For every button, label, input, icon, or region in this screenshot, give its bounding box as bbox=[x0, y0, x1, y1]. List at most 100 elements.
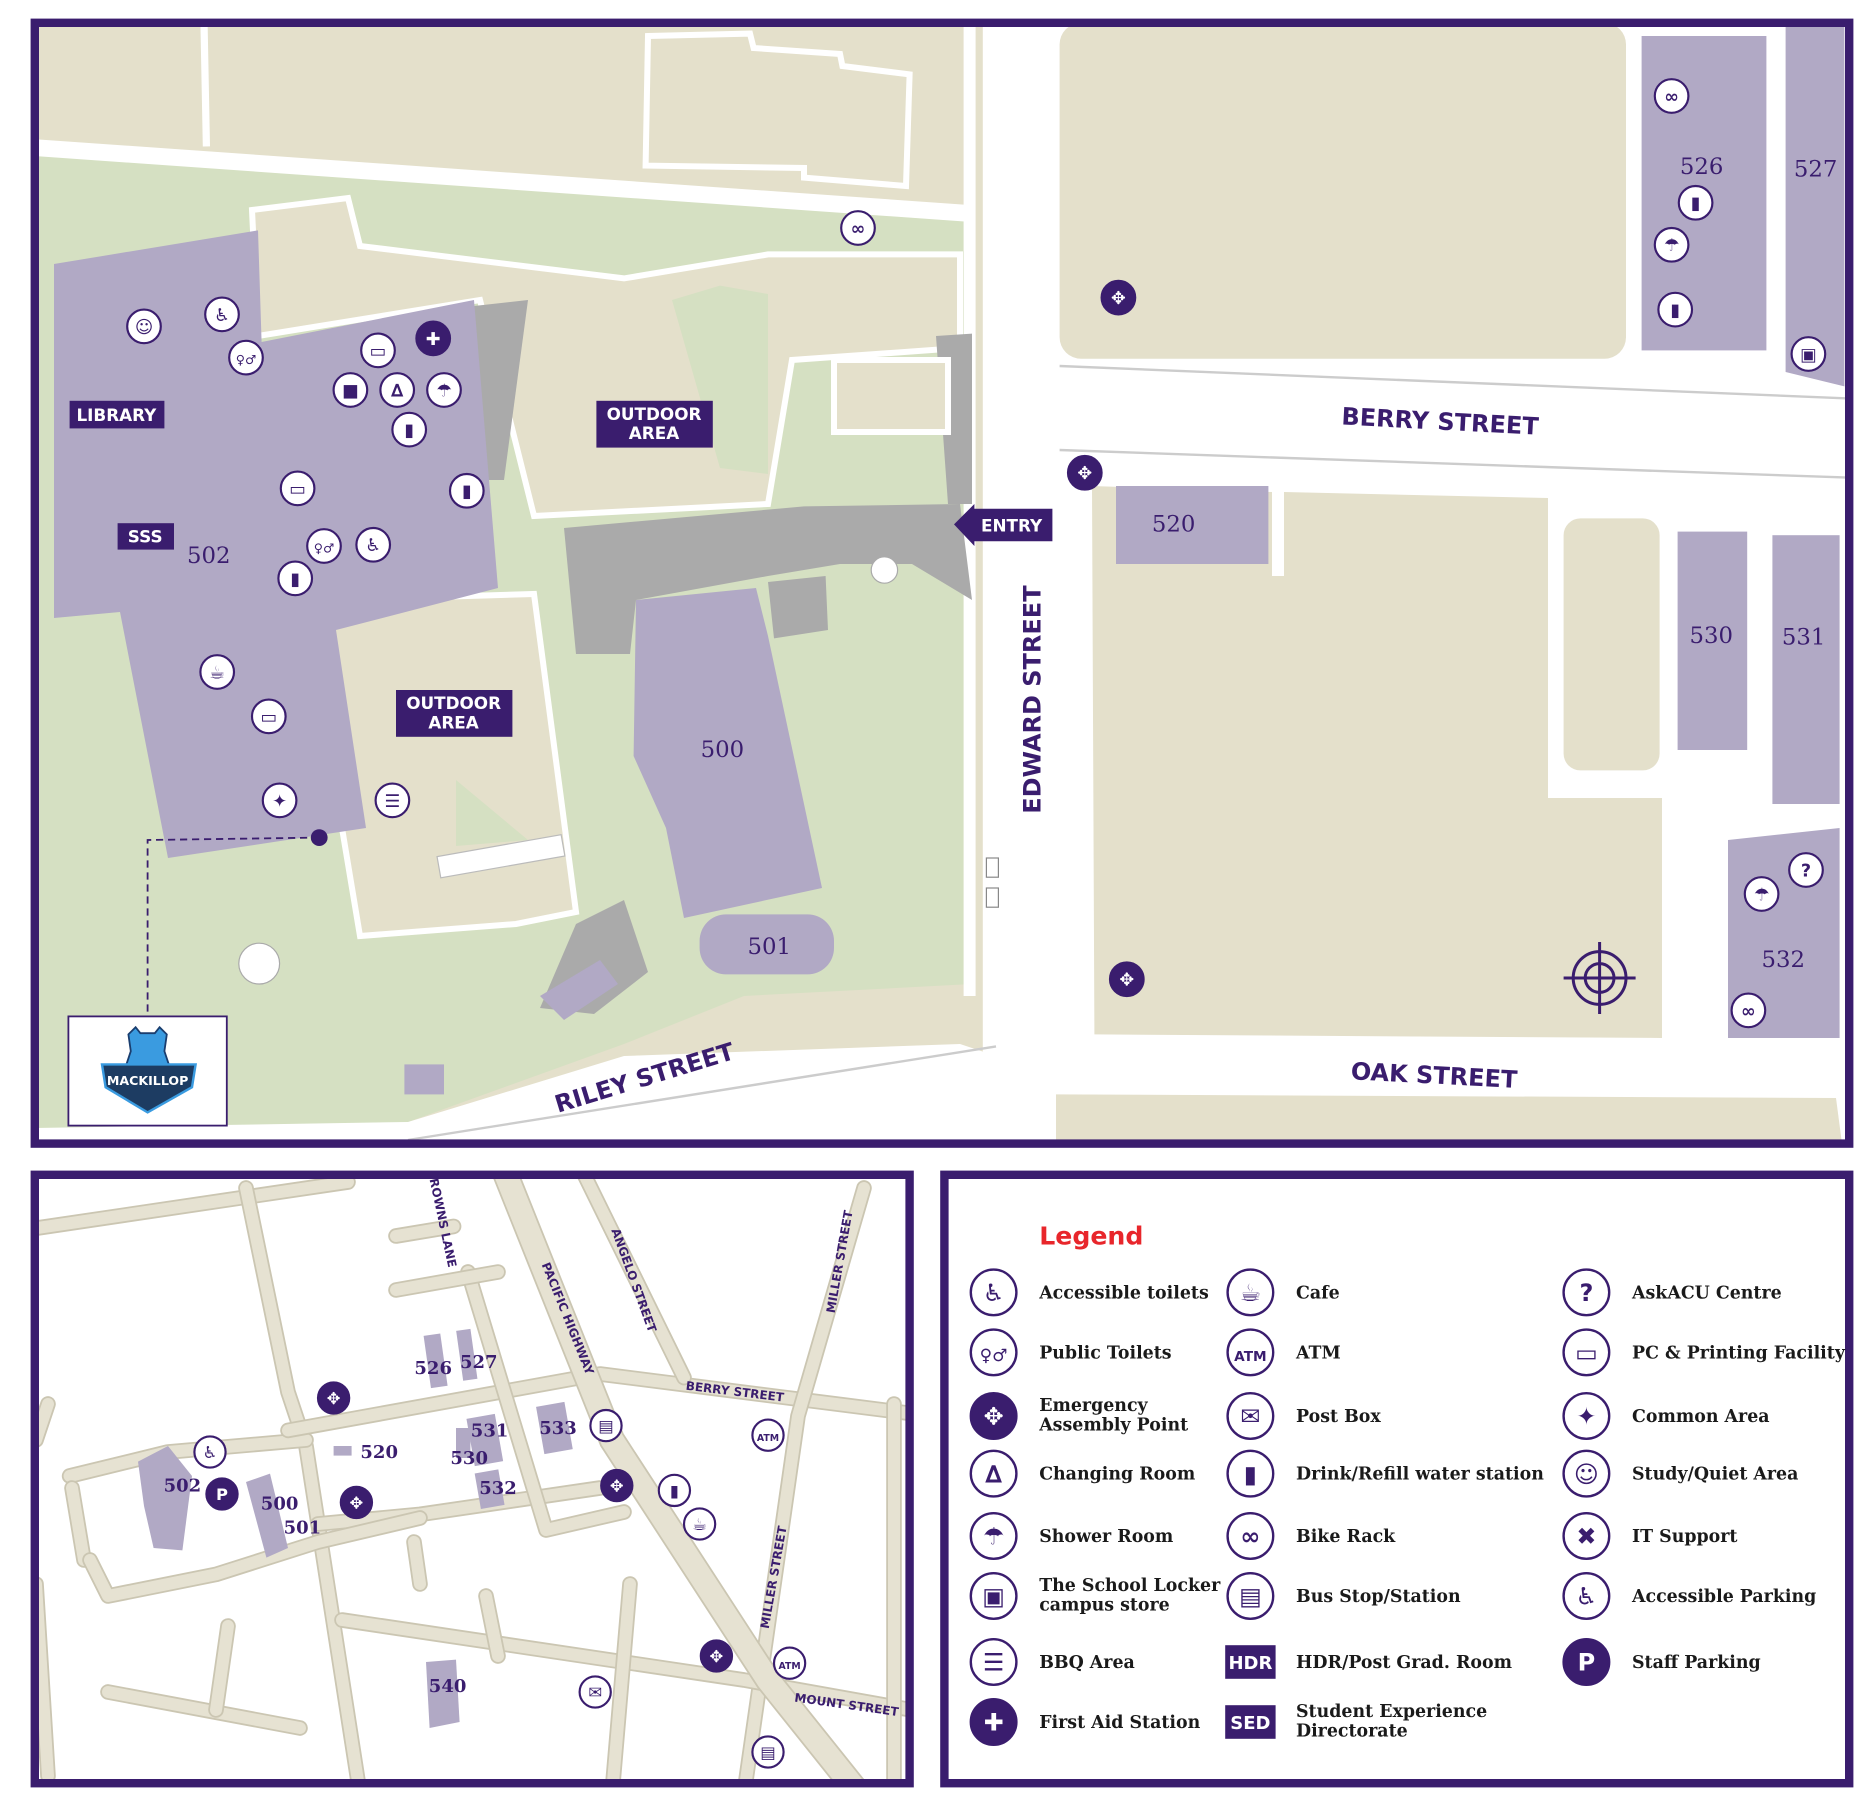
locator-number: 527 bbox=[460, 1352, 498, 1373]
icon-circle bbox=[1226, 1268, 1275, 1317]
legend-item-public-toilets: ♀♂ Public Toilets bbox=[969, 1328, 1172, 1377]
building-number-526: 526 bbox=[1680, 154, 1724, 180]
emergency-assembly-icon: ✥ bbox=[316, 1381, 351, 1415]
building-527[interactable] bbox=[1785, 24, 1845, 387]
icon-circle bbox=[1788, 852, 1824, 888]
atm-icon: ATM bbox=[1226, 1328, 1275, 1377]
icon-glyph: ▮ bbox=[1244, 1460, 1257, 1488]
locator-number: 501 bbox=[284, 1518, 322, 1539]
bus-icon: ▤ bbox=[589, 1408, 623, 1443]
icon-glyph: ATM bbox=[1234, 1349, 1266, 1365]
legend-label: Public Toilets bbox=[1039, 1343, 1172, 1363]
legend-label: Accessible Parking bbox=[1631, 1587, 1816, 1607]
building-number-527: 527 bbox=[1794, 156, 1838, 182]
building-number-501: 501 bbox=[747, 934, 791, 960]
building-531[interactable] bbox=[1772, 535, 1840, 805]
icon-glyph: ▭ bbox=[1575, 1339, 1598, 1367]
icon-glyph: ∞ bbox=[1240, 1523, 1260, 1551]
gate bbox=[985, 857, 1000, 878]
locator-number: 520 bbox=[360, 1442, 398, 1463]
legend-item-gamepad: ✦Common Area bbox=[1562, 1392, 1770, 1441]
emergency-assembly-icon: ✥ bbox=[969, 1392, 1018, 1441]
staff-parking-icon: P bbox=[1562, 1638, 1611, 1687]
building-small bbox=[540, 960, 618, 1021]
icon-circle bbox=[204, 296, 240, 333]
icon-circle bbox=[199, 654, 236, 690]
road-edge bbox=[1059, 364, 1849, 400]
building-501[interactable] bbox=[699, 914, 835, 975]
icon-circle bbox=[589, 1408, 623, 1443]
icon-circle bbox=[969, 1449, 1018, 1498]
lock-icon: ■ bbox=[332, 372, 369, 408]
legend-label: Cafe bbox=[1296, 1283, 1340, 1303]
icon-glyph: ✚ bbox=[426, 330, 441, 350]
building-500[interactable] bbox=[633, 588, 823, 919]
main-campus-map[interactable]: LIBRARY SSS OUTDOOR AREA OUTDOOR AREA EN… bbox=[34, 22, 1851, 1144]
icon-glyph: ▮ bbox=[1670, 301, 1680, 321]
legend-item-accessible-toilet: ♿Accessible toilets bbox=[969, 1268, 1209, 1317]
road bbox=[210, 1620, 235, 1717]
legend-label: Staff Parking bbox=[1632, 1653, 1761, 1673]
icon-glyph: ✥ bbox=[1077, 464, 1092, 484]
locator-number: 533 bbox=[539, 1418, 577, 1439]
study-icon: ☺ bbox=[1562, 1449, 1611, 1498]
icon-circle bbox=[1730, 992, 1767, 1029]
legend-label: First Aid Station bbox=[1039, 1713, 1200, 1733]
logo-pointer-dot bbox=[310, 829, 328, 847]
outdoor-paving bbox=[320, 590, 580, 940]
building-520[interactable] bbox=[1116, 486, 1269, 564]
icon-glyph: ☕ bbox=[209, 663, 225, 683]
roundabout bbox=[870, 556, 899, 584]
building-small bbox=[404, 1064, 445, 1095]
legend-item-accessible-parking: ♿Accessible Parking bbox=[1562, 1572, 1816, 1621]
legend-item-cafe: ☕Cafe bbox=[1226, 1268, 1340, 1317]
shower-icon: ☂ bbox=[1743, 876, 1780, 912]
block bbox=[1563, 518, 1660, 771]
gamepad-icon: ✦ bbox=[261, 782, 298, 819]
gate bbox=[985, 887, 1000, 908]
building-number-531: 531 bbox=[1782, 624, 1826, 650]
icon-circle bbox=[306, 528, 342, 564]
icon-glyph: ▮ bbox=[404, 421, 414, 441]
label-sss: SSS bbox=[117, 523, 174, 550]
icon-glyph: ▮ bbox=[1691, 194, 1701, 214]
bike-icon: ∞ bbox=[1730, 992, 1767, 1029]
legend-title: Legend bbox=[1039, 1221, 1143, 1250]
locator-building-531 bbox=[466, 1413, 504, 1467]
icon-circle bbox=[600, 1468, 634, 1503]
top-path bbox=[34, 139, 973, 222]
icon-glyph: ✚ bbox=[984, 1709, 1004, 1737]
legend-label: Bike Rack bbox=[1296, 1527, 1396, 1547]
locator-building-500 bbox=[246, 1473, 288, 1558]
icon-circle bbox=[682, 1507, 717, 1541]
road-edge bbox=[1059, 448, 1849, 479]
main-map-icons: ☺♿♀♂▭✚■∆☂▮▭▮♀♂♿▮☕▭✦☰∞✥✥✥∞▮☂▮▣?☂∞ bbox=[126, 78, 1827, 1029]
water-bottle-icon: ▮ bbox=[657, 1473, 692, 1508]
legend-label: The School Locker bbox=[1039, 1576, 1221, 1596]
icon-circle bbox=[840, 210, 876, 246]
locator-building-526 bbox=[423, 1333, 448, 1389]
icon-glyph: ✉ bbox=[1240, 1403, 1260, 1431]
block bbox=[1284, 492, 1549, 576]
building-530[interactable] bbox=[1677, 531, 1748, 750]
icon-glyph: ♿ bbox=[203, 1443, 218, 1462]
atm-icon: ATM bbox=[751, 1418, 785, 1452]
icon-circle bbox=[316, 1381, 351, 1415]
road bbox=[577, 1174, 691, 1384]
bus-icon: ▤ bbox=[751, 1735, 785, 1769]
question-icon: ? bbox=[1788, 852, 1824, 888]
icon-glyph: ▮ bbox=[290, 570, 300, 590]
locator-map[interactable]: BROWNS LANE PACIFIC HIGHWAY ANGELO STREE… bbox=[24, 1168, 912, 1800]
path bbox=[200, 22, 210, 147]
locator-roads bbox=[34, 1174, 910, 1784]
entry-marker[interactable]: ENTRY bbox=[954, 504, 1053, 546]
icon-glyph: P bbox=[1578, 1649, 1596, 1677]
label-outdoor-area: OUTDOOR AREA bbox=[396, 690, 513, 737]
icon-glyph: ♿ bbox=[214, 306, 230, 326]
sed-badge-icon: SED bbox=[1225, 1705, 1276, 1739]
emergency-assembly-icon: ✥ bbox=[1066, 454, 1103, 491]
legend-item-first-aid: ✚ First Aid Station bbox=[969, 1698, 1201, 1747]
legend-label: Emergency bbox=[1039, 1396, 1148, 1416]
public-toilets-icon: ♀♂ bbox=[969, 1328, 1018, 1377]
